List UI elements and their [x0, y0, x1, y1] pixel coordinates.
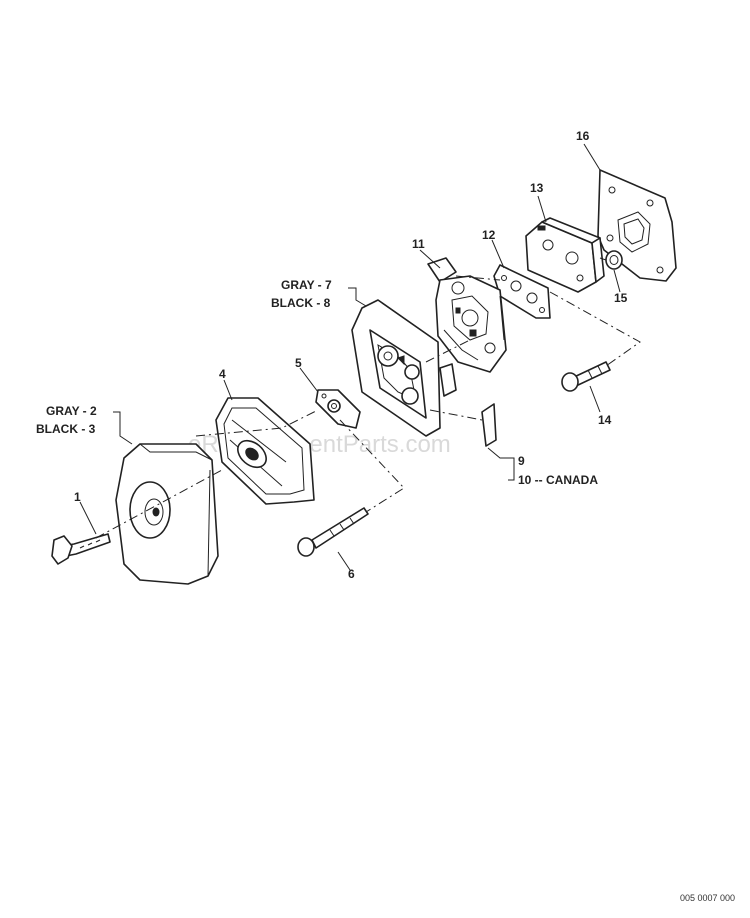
callout-13: 13: [530, 181, 544, 195]
air-filter-icon: [215, 397, 315, 505]
plate-icon: [315, 389, 361, 429]
long-bolt-icon: [297, 507, 369, 557]
callout-8: BLACK - 8: [271, 296, 331, 310]
callout-1: 1: [74, 490, 81, 504]
gasket-icon: [493, 264, 551, 319]
insulator-icon: [525, 217, 605, 293]
assembly-lines: [95, 257, 641, 539]
leader-lines: [79, 143, 621, 571]
air-cleaner-cover-icon: [115, 443, 219, 585]
callout-5: 5: [295, 356, 302, 370]
callout-3: BLACK - 3: [36, 422, 96, 436]
callout-11: 11: [412, 237, 425, 251]
air-cleaner-case-icon: [351, 299, 457, 437]
callout-6: 6: [348, 567, 355, 581]
wing-bolt-icon: [51, 533, 111, 565]
callout-4: 4: [219, 367, 226, 381]
callout-15: 15: [614, 291, 628, 305]
callout-10: 10 -- CANADA: [518, 473, 598, 487]
filter-element-icon: [481, 403, 497, 447]
spacer-icon: [605, 250, 623, 270]
callout-16: 16: [576, 129, 590, 143]
bolt-icon: [561, 361, 611, 392]
callout-2: GRAY - 2: [46, 404, 97, 418]
callout-7: GRAY - 7: [281, 278, 332, 292]
callout-14: 14: [598, 413, 612, 427]
callout-12: 12: [482, 228, 496, 242]
drawing-code: 005 0007 000: [680, 893, 735, 903]
callout-9: 9: [518, 454, 525, 468]
